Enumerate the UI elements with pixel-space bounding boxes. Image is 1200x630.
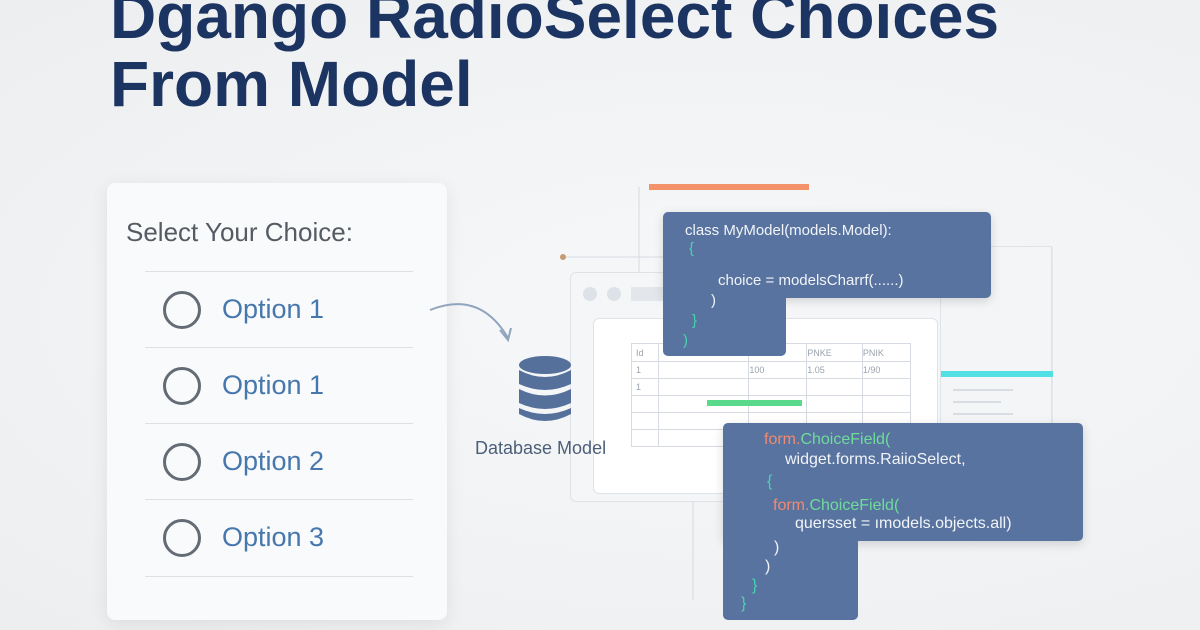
option-label[interactable]: Option 1	[222, 294, 325, 324]
divider	[145, 347, 413, 348]
window-dot	[583, 287, 597, 301]
model-code: class MyModel(models.Model): { choice = …	[683, 222, 904, 349]
table-row: 1	[630, 378, 912, 396]
option-label[interactable]: Option 3	[222, 522, 325, 552]
divider	[145, 423, 413, 424]
radio-option-1[interactable]	[163, 291, 201, 329]
divider	[145, 576, 413, 577]
divider	[145, 499, 413, 500]
arrow-head-icon	[499, 327, 512, 343]
database-icon	[519, 356, 571, 421]
form-code: form.ChoiceField( widget.forms.RaiioSele…	[741, 431, 1012, 612]
title-line-2: From Model	[110, 48, 473, 120]
window-dot	[607, 287, 621, 301]
radio-option-4[interactable]	[163, 519, 201, 557]
radio-form-card: Select Your Choice: Option 1 Option 1 Op…	[107, 183, 447, 620]
form-heading: Select Your Choice:	[126, 217, 353, 247]
option-label[interactable]: Option 2	[222, 446, 325, 476]
radio-option-3[interactable]	[163, 443, 201, 481]
orange-accent-bar	[649, 184, 809, 190]
table-header: Id	[630, 343, 660, 362]
radio-option-2[interactable]	[163, 367, 201, 405]
title-line-1: Dgango RadioSelect Choices	[110, 0, 1000, 52]
divider	[145, 271, 413, 272]
database-label: Database Model	[475, 438, 607, 458]
cyan-accent-bar	[941, 371, 1053, 377]
green-accent-bar	[707, 400, 802, 406]
arrow-curve	[429, 303, 509, 339]
node-dot	[560, 254, 566, 260]
option-label[interactable]: Option 1	[222, 370, 325, 400]
